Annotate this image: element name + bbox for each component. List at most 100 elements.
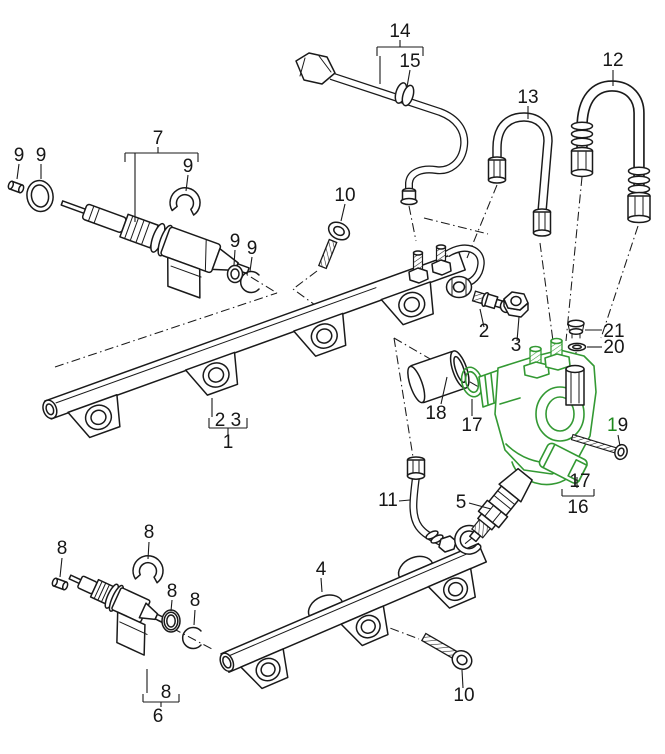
leader-19 [617, 434, 621, 447]
oring-9 [26, 179, 54, 213]
washer-20 [567, 342, 587, 352]
callout-8-group: 8 [161, 682, 172, 703]
leader-10-top [340, 203, 346, 222]
callout-9-oring: 9 [36, 145, 47, 166]
valve-2 [471, 290, 514, 314]
centerline-hose12-right [600, 225, 639, 339]
leader-9-spacer [16, 163, 20, 180]
leader-8-spacer [59, 557, 63, 578]
callout-13: 13 [517, 87, 538, 108]
callout-16: 16 [567, 497, 588, 518]
fuel-rail-lower [219, 542, 488, 690]
leader-8-clip [147, 541, 150, 560]
leader-9-snap-ring [249, 256, 253, 272]
seal-8 [161, 609, 181, 633]
callout-3: 3 [511, 335, 522, 356]
centerline-pipe14-end [408, 205, 417, 242]
centerline-rail-to-pipe11 [393, 337, 414, 458]
spacer-9 [7, 180, 25, 194]
centerline-injector6-axis [156, 619, 213, 650]
hose-13 [487, 112, 553, 237]
callout-11: 11 [378, 490, 398, 511]
rail-mount-lug [184, 351, 239, 396]
leader-8-snap-ring [193, 609, 196, 626]
leader-4 [320, 577, 323, 593]
callout-8-clip: 8 [144, 522, 155, 543]
callout-8-snap-ring: 8 [190, 590, 201, 611]
rail-arch [307, 594, 344, 617]
regulator-stud [523, 345, 550, 379]
pressure-regulator-16 [478, 337, 597, 486]
callout-2: 2 [479, 321, 490, 342]
callout-21: 21 [603, 321, 624, 342]
clamp-17 [454, 524, 482, 555]
leader-3 [516, 316, 520, 342]
rail-mount-lug [240, 648, 289, 690]
leader-9-seal [233, 249, 236, 266]
fuel-rail-upper [42, 251, 466, 439]
screw-19 [570, 433, 628, 461]
grommet-15 [394, 82, 415, 107]
rail-arch [397, 555, 434, 579]
callout-14: 14 [389, 21, 411, 42]
bracket-7 [124, 147, 199, 222]
regulator-return-port [565, 364, 585, 406]
sleeve-18 [407, 350, 470, 404]
rail-mount-lug [380, 281, 434, 326]
leader-11 [398, 499, 411, 502]
callout-1: 1 [223, 432, 234, 453]
callout-9-spacer: 9 [14, 145, 25, 166]
centerline-port-frame [423, 217, 489, 235]
callout-6: 6 [153, 706, 164, 727]
bracket-14 [376, 40, 424, 84]
leader-8-seal [170, 599, 173, 612]
rail-mount-lug [67, 394, 121, 439]
leader-18 [440, 376, 448, 405]
injector-7 [60, 200, 250, 299]
leader-5 [468, 502, 492, 510]
bracket-2-3-1 [208, 398, 248, 436]
seal-9 [226, 264, 244, 284]
callout-7: 7 [153, 128, 164, 149]
callout-12: 12 [602, 50, 623, 71]
callout-8-seal: 8 [167, 581, 178, 602]
bracket-17-16 [561, 477, 595, 497]
callout-15: 15 [399, 51, 420, 72]
callout-20: 20 [603, 337, 624, 358]
jumper-pipe [444, 244, 485, 299]
callout-5: 5 [456, 492, 467, 513]
callout-9-clip: 9 [183, 156, 194, 177]
callout-18: 18 [425, 403, 446, 424]
centerline-rail-axis [54, 292, 278, 368]
leaders [16, 40, 621, 707]
callout-17-group: 17 [569, 471, 590, 492]
cap-21 [567, 319, 585, 339]
rail-mount-lug [293, 312, 347, 357]
callout-9-seal: 9 [230, 231, 241, 252]
hose-12 [570, 80, 651, 224]
callout-9-snap-ring: 9 [247, 238, 258, 259]
leader-9-clip [185, 174, 189, 192]
plug-3 [503, 291, 529, 318]
callout-2-3-group: 2 3 [215, 410, 241, 431]
pipe-end-fitting [400, 187, 418, 206]
pipe-11 [406, 456, 457, 553]
injector-6 [68, 574, 166, 656]
rail-mount-lug [340, 605, 389, 647]
rail-end-studs [408, 244, 452, 284]
callout-17-oring: 17 [461, 415, 482, 436]
fuel-line-14 [295, 52, 469, 206]
union-nut [295, 52, 336, 85]
regulator-connector [538, 442, 588, 484]
leader-15 [406, 69, 411, 88]
callout-10-top: 10 [334, 185, 355, 206]
callout-8-spacer: 8 [57, 538, 68, 559]
leader-2 [479, 308, 485, 328]
callout-4: 4 [316, 559, 327, 580]
leader-10-bottom [461, 669, 464, 689]
bolt-10-top [317, 221, 351, 270]
bolt-10-bottom [420, 632, 473, 671]
callout-19: 19 [607, 415, 628, 436]
rail-mount-lug [427, 567, 477, 609]
